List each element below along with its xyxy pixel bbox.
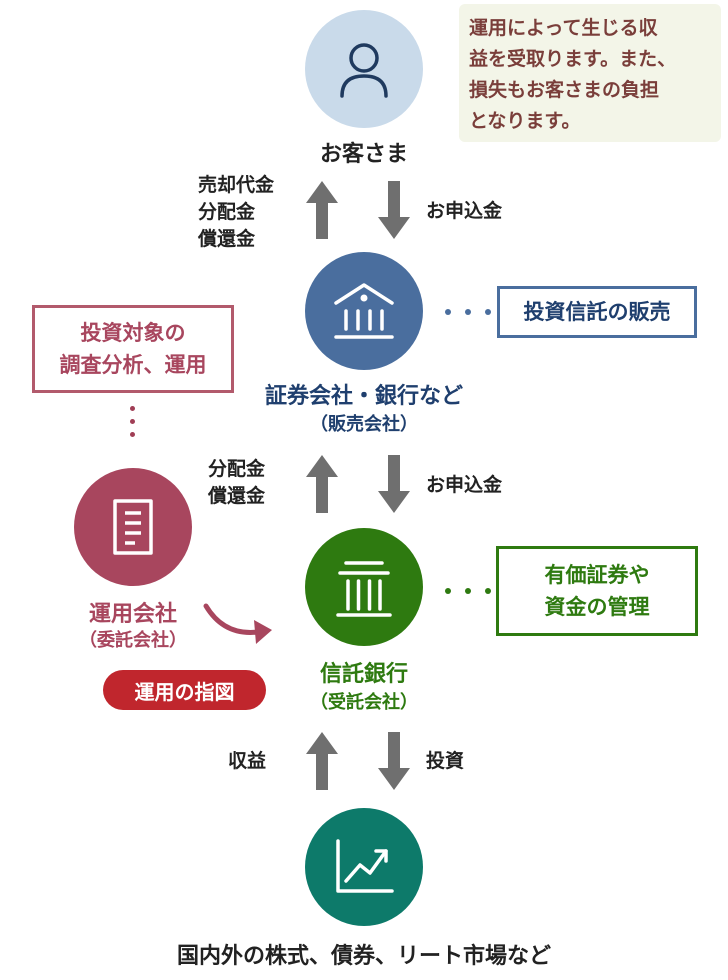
- trustee-flow-down: 投資: [426, 750, 465, 772]
- arrow-down-icon: [378, 455, 410, 513]
- customer-note-line: 益を受取ります。また、: [469, 48, 677, 70]
- distributor-label: 証券会社・銀行など: [264, 384, 463, 409]
- customer-note: 運用によって生じる収 益を受取ります。また、 損失もお客さまの負担 となります。: [459, 4, 721, 142]
- distributor-flow-down: お申込金: [426, 474, 503, 496]
- customer-note-line: 運用によって生じる収: [469, 17, 658, 39]
- arrow-up-icon: [306, 181, 338, 239]
- arrow-up-icon: [306, 732, 338, 790]
- distributor-role-box: 投資信託の販売: [497, 286, 697, 338]
- flow-text: 分配金: [198, 201, 256, 223]
- customer-label: お客さま: [319, 142, 408, 167]
- manager-role-text: 投資対象の: [80, 321, 186, 345]
- arrow-up-icon: [306, 455, 338, 513]
- arrow-down-icon: [378, 732, 410, 790]
- flow-text: 償還金: [198, 228, 256, 250]
- flow-text: 売却代金: [198, 174, 275, 196]
- distributor-dots: [445, 309, 491, 315]
- chart-line-icon: [336, 839, 394, 893]
- trustee-sub-label: （受託会社）: [310, 692, 418, 713]
- customer-flow-down: お申込金: [426, 200, 503, 222]
- person-icon: [340, 43, 388, 98]
- instruction-badge: 運用の指図: [103, 670, 266, 710]
- manager-dots: [130, 406, 135, 437]
- building-icon: [336, 561, 392, 617]
- manager-role-text: 調査分析、運用: [59, 353, 207, 377]
- market-label: 国内外の株式、債券、リート市場など: [176, 944, 551, 969]
- trustee-circle: [305, 528, 423, 646]
- arrow-down-icon: [378, 181, 410, 239]
- customer-circle: [305, 10, 423, 128]
- distributor-flow-up: 分配金 償還金: [208, 456, 265, 510]
- trustee-role-text: 有価証券や: [544, 563, 650, 587]
- document-icon: [113, 499, 153, 555]
- manager-label: 運用会社: [88, 602, 177, 627]
- bank-icon: [334, 283, 394, 339]
- market-circle: [305, 808, 423, 926]
- customer-flow-up: 売却代金 分配金 償還金: [198, 172, 274, 253]
- flow-text: 分配金: [208, 458, 266, 480]
- trustee-label: 信託銀行: [319, 662, 408, 687]
- trustee-role-box: 有価証券や 資金の管理: [496, 546, 698, 636]
- manager-role-box: 投資対象の 調査分析、運用: [32, 305, 234, 393]
- trustee-role-text: 資金の管理: [544, 595, 650, 619]
- customer-note-line: 損失もお客さまの負担: [469, 79, 660, 101]
- trustee-dots: [445, 588, 491, 594]
- distributor-role-text: 投資信託の販売: [523, 300, 671, 324]
- flow-text: 償還金: [208, 485, 266, 507]
- distributor-sub-label: （販売会社）: [310, 414, 418, 435]
- manager-circle: [74, 468, 192, 586]
- manager-sub-label: （委託会社）: [79, 630, 187, 651]
- trustee-flow-up: 収益: [228, 750, 267, 772]
- curved-arrow-icon: [203, 603, 272, 644]
- distributor-circle: [305, 252, 423, 370]
- customer-note-line: となります。: [469, 110, 581, 132]
